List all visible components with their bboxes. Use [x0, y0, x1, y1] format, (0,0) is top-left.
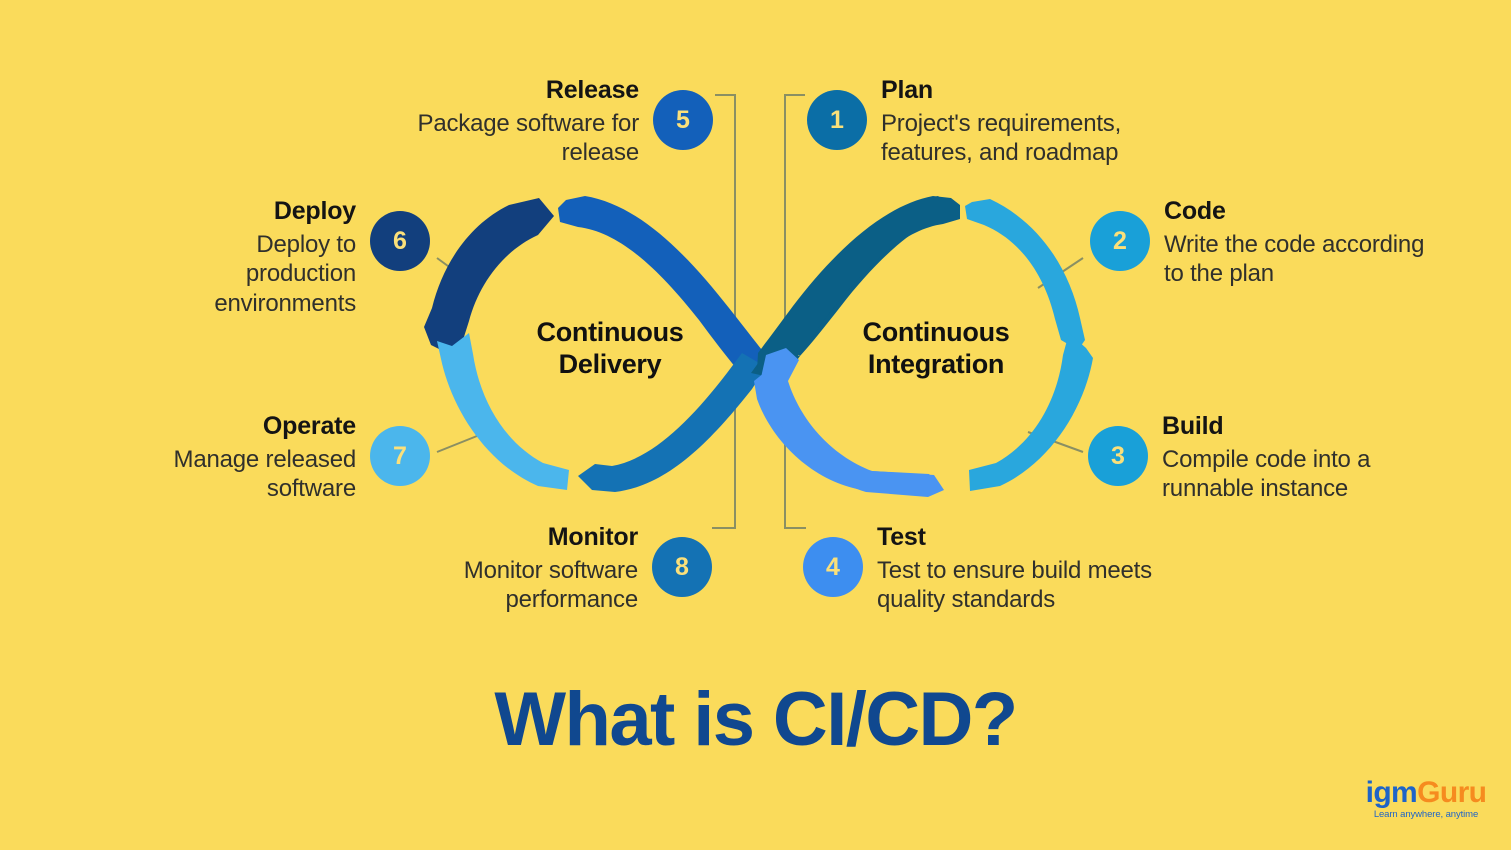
step-desc-release: Package software for release — [417, 110, 640, 167]
step-desc-operate: Manage released software — [173, 446, 357, 503]
step-title-monitor: Monitor — [547, 523, 638, 551]
step-plan[interactable]: 1 Plan Project's requirements, features,… — [807, 76, 1137, 168]
logo-guru-text: Guru — [1417, 776, 1487, 809]
step-title-test: Test — [877, 523, 926, 551]
step-badge-4[interactable]: 4 — [803, 537, 863, 597]
step-title-plan: Plan — [881, 76, 933, 104]
logo-wordmark: igmGuru — [1356, 778, 1496, 808]
step-title-release: Release — [545, 76, 639, 104]
connector-left-bracket — [712, 94, 736, 529]
arc-release — [558, 196, 768, 382]
arc-deploy — [424, 198, 554, 352]
step-badge-7[interactable]: 7 — [370, 426, 430, 486]
arc-code — [965, 199, 1085, 350]
step-title-build: Build — [1162, 412, 1224, 440]
page-title: What is CI/CD? — [494, 677, 1018, 762]
step-badge-1[interactable]: 1 — [807, 90, 867, 150]
step-desc-build: Compile code into a runnable instance — [1162, 446, 1371, 503]
arc-operate — [437, 333, 569, 490]
step-title-code: Code — [1164, 197, 1226, 225]
step-desc-deploy: Deploy to production environments — [214, 231, 356, 317]
step-desc-test: Test to ensure build meets quality stand… — [877, 557, 1152, 614]
step-badge-6[interactable]: 6 — [370, 211, 430, 271]
step-test[interactable]: 4 Test Test to ensure build meets qualit… — [803, 523, 1163, 615]
step-badge-8[interactable]: 8 — [652, 537, 712, 597]
step-monitor[interactable]: Monitor Monitor software performance 8 — [450, 523, 712, 615]
step-code[interactable]: 2 Code Write the code according to the p… — [1090, 197, 1430, 289]
step-desc-plan: Project's requirements, features, and ro… — [881, 110, 1122, 167]
arc-monitor — [578, 353, 766, 492]
logo-igm-text: igm — [1365, 776, 1418, 809]
step-title-operate: Operate — [262, 412, 356, 440]
arc-build — [969, 333, 1093, 491]
logo-tagline: Learn anywhere, anytime — [1373, 809, 1479, 820]
connector-right-bracket — [784, 94, 806, 529]
step-deploy[interactable]: Deploy Deploy to production environments… — [140, 197, 430, 318]
arc-test-main — [760, 348, 944, 497]
loop-caption-left: Continuous Delivery — [536, 317, 684, 380]
step-title-deploy: Deploy — [273, 197, 356, 225]
brand-logo[interactable]: igmGuru Learn anywhere, anytime — [1356, 778, 1496, 821]
step-badge-2[interactable]: 2 — [1090, 211, 1150, 271]
step-badge-3[interactable]: 3 — [1088, 426, 1148, 486]
step-release[interactable]: Release Package software for release 5 — [408, 76, 713, 168]
loop-caption-right: Continuous Integration — [862, 317, 1010, 380]
arc-plan-main — [757, 196, 960, 382]
step-build[interactable]: 3 Build Compile code into a runnable ins… — [1088, 412, 1428, 504]
step-desc-code: Write the code according to the plan — [1164, 231, 1425, 288]
step-desc-monitor: Monitor software performance — [463, 557, 638, 614]
step-operate[interactable]: Operate Manage released software 7 — [82, 412, 430, 504]
step-badge-5[interactable]: 5 — [653, 90, 713, 150]
